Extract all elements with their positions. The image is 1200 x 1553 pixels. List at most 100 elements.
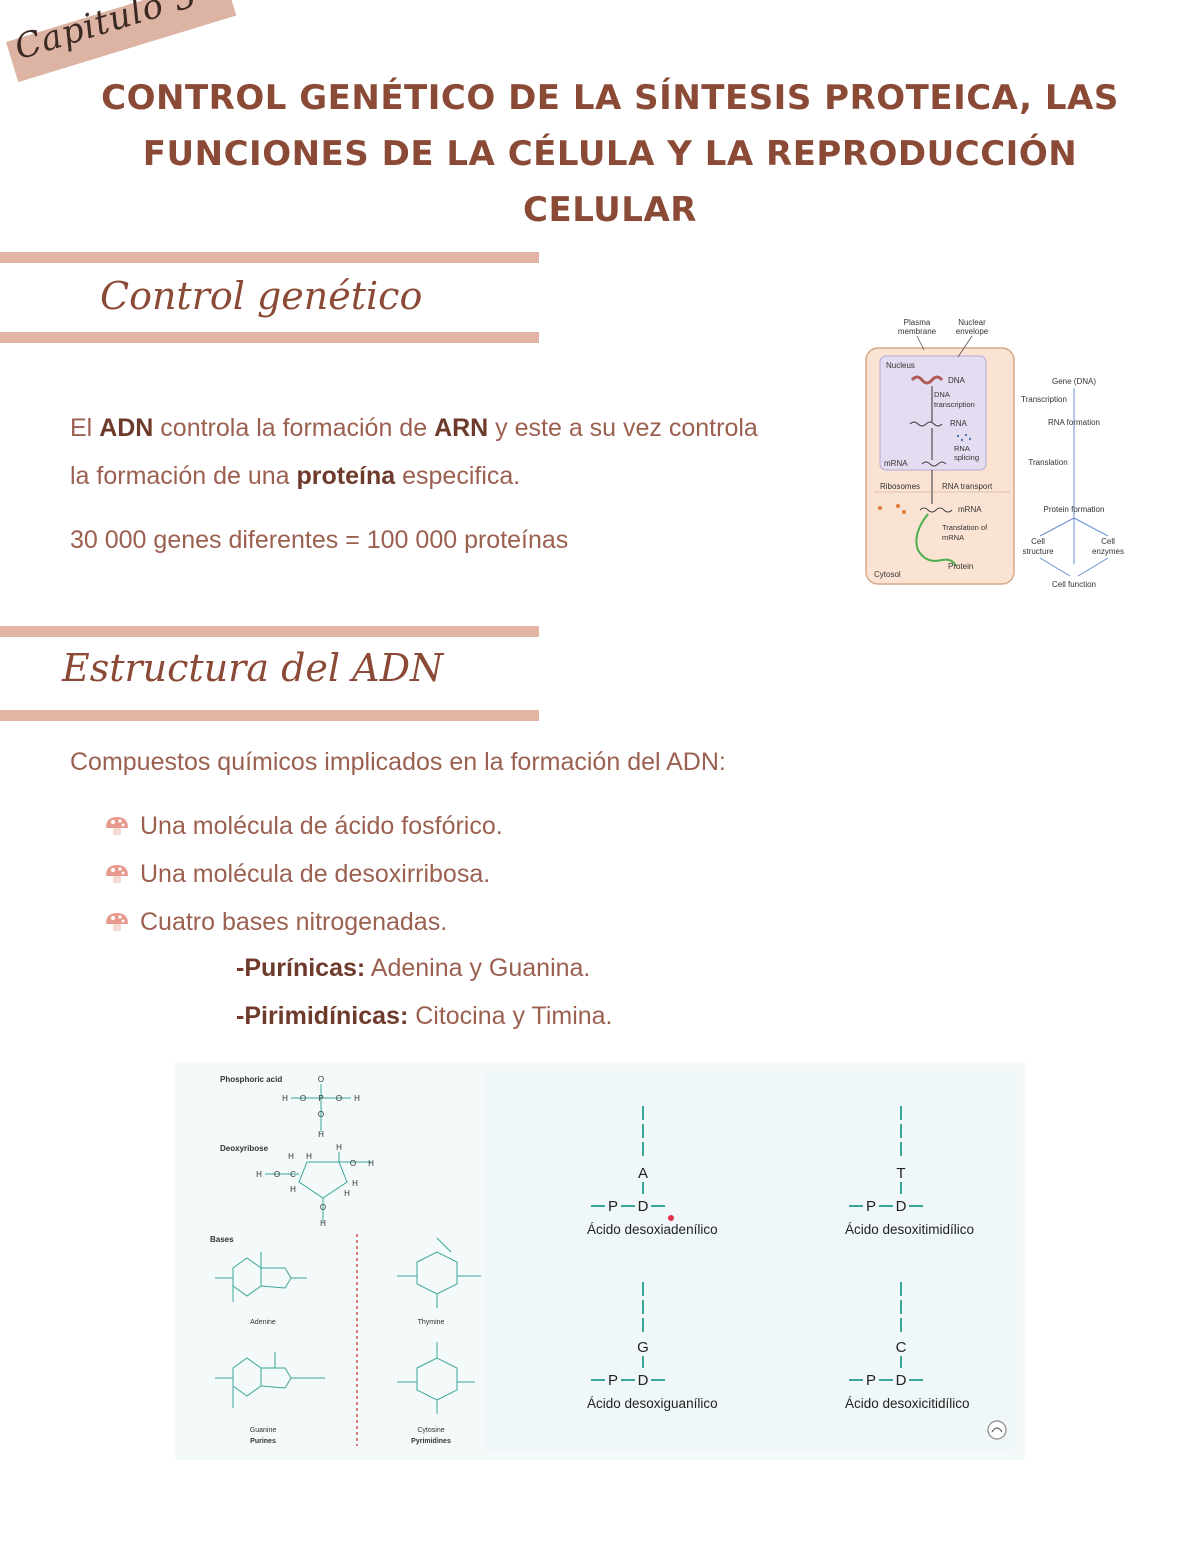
- svg-text:O: O: [336, 1094, 342, 1103]
- svg-text:P: P: [318, 1094, 323, 1103]
- nucleotide-name: Ácido desoxiguanílico: [587, 1396, 718, 1411]
- svg-text:O: O: [318, 1110, 324, 1119]
- label-protein: Protein: [948, 562, 973, 571]
- nucleotide-p-label: P: [608, 1372, 618, 1389]
- purines-label: -Purínicas:: [236, 954, 366, 982]
- label-phosphoric-acid: Phosphoric acid: [220, 1075, 282, 1084]
- label-pyrimidines: Pyrimidines: [411, 1438, 451, 1445]
- svg-text:C: C: [290, 1170, 296, 1179]
- nucleotide-d-label: D: [638, 1372, 649, 1389]
- nucleotide-p-label: P: [608, 1198, 618, 1215]
- svg-text:O: O: [274, 1170, 280, 1179]
- nucleotide-p-label: P: [866, 1198, 876, 1215]
- nucleus: [879, 355, 987, 471]
- label-dna: DNA: [948, 376, 966, 385]
- mushroom-icon: [106, 913, 128, 931]
- label-cytosine: Cytosine: [417, 1427, 444, 1434]
- svg-text:H: H: [352, 1179, 358, 1188]
- label-cytosol: Cytosol: [874, 570, 901, 579]
- nucleotide-d-label: D: [638, 1198, 649, 1215]
- svg-text:O: O: [350, 1159, 356, 1168]
- pyrimidines-label: -Pirimidínicas:: [236, 1002, 409, 1030]
- title-line-1: CONTROL GENÉTICO DE LA SÍNTESIS PROTEICA…: [101, 78, 1119, 118]
- svg-text:O: O: [318, 1075, 324, 1084]
- nucleotide-base-label: A: [638, 1165, 648, 1182]
- nucleotide-base-label: T: [896, 1165, 905, 1182]
- mushroom-icon: [106, 865, 128, 883]
- label-purines: Purines: [250, 1438, 276, 1445]
- svg-text:H: H: [320, 1219, 326, 1228]
- section1-title: Control genético: [100, 274, 423, 318]
- section2-bottom-bar: [0, 710, 539, 721]
- pyrimidines-line: -Pirimidínicas: Citocina y Timina.: [236, 1002, 613, 1030]
- section2-title: Estructura del ADN: [62, 646, 444, 690]
- keyword-proteina: proteína: [296, 462, 396, 490]
- keyword-adn: ADN: [99, 414, 154, 442]
- svg-text:H: H: [288, 1152, 294, 1161]
- section1-paragraph: El ADN controla la formación de ARN y es…: [70, 404, 860, 500]
- label-deoxyribose: Deoxyribose: [220, 1144, 269, 1153]
- svg-text:H: H: [344, 1189, 350, 1198]
- label-cell-function: Cell function: [1052, 580, 1096, 589]
- title-line-2: FUNCIONES DE LA CÉLULA Y LA REPRODUCCIÓN…: [142, 134, 1078, 230]
- keyword-arn: ARN: [434, 414, 489, 442]
- label-guanine: Guanine: [250, 1427, 277, 1434]
- paragraph-line-1: El ADN controla la formación de ARN y es…: [70, 414, 758, 442]
- nucleotide-name: Ácido desoxicitidílico: [845, 1396, 970, 1411]
- label-rna: RNA: [950, 419, 968, 428]
- label-protein-formation: Protein formation: [1044, 505, 1105, 514]
- svg-text:H: H: [354, 1094, 360, 1103]
- label-translation: Translation: [1028, 458, 1067, 467]
- genes-proteins-line: 30 000 genes diferentes = 100 000 proteí…: [70, 526, 569, 554]
- nucleotide-d-label: D: [896, 1198, 907, 1215]
- nucleotide-name: Ácido desoxiadenílico: [587, 1222, 718, 1237]
- label-bases: Bases: [210, 1235, 234, 1244]
- compound-list: Una molécula de ácido fosfórico. Una mol…: [104, 802, 503, 946]
- purines-line: -Purínicas: Adenina y Guanina.: [236, 954, 591, 982]
- section2-intro: Compuestos químicos implicados en la for…: [70, 748, 726, 776]
- svg-text:H: H: [368, 1159, 374, 1168]
- svg-text:H: H: [290, 1185, 296, 1194]
- svg-text:H: H: [336, 1143, 342, 1152]
- nucleotide-base-label: G: [637, 1339, 649, 1356]
- mushroom-icon: [106, 817, 128, 835]
- nucleotide-g: G P D Ácido desoxiguanílico: [587, 1282, 718, 1411]
- nucleotide-a: A P D Ácido desoxiadenílico: [587, 1106, 718, 1237]
- section1-top-bar: [0, 252, 539, 263]
- paragraph-line-2: la formación de una proteína especifica.: [70, 462, 521, 490]
- label-rna-transport: RNA transport: [942, 482, 993, 491]
- section1-bottom-bar: [0, 332, 539, 343]
- label-nucleus: Nucleus: [886, 361, 915, 370]
- svg-text:O: O: [320, 1203, 326, 1212]
- svg-text:H: H: [318, 1130, 324, 1139]
- nucleotide-c: C P D Ácido desoxicitidílico: [845, 1282, 970, 1411]
- label-mrna: mRNA: [884, 459, 908, 468]
- svg-text:H: H: [256, 1170, 262, 1179]
- nucleotide-base-label: C: [896, 1339, 907, 1356]
- nucleotide-p-label: P: [866, 1372, 876, 1389]
- list-item: Una molécula de desoxirribosa.: [104, 850, 503, 898]
- nucleotide-d-label: D: [896, 1372, 907, 1389]
- label-adenine: Adenine: [250, 1319, 276, 1326]
- publisher-logo-icon: [987, 1420, 1007, 1440]
- label-mrna-2: mRNA: [958, 505, 982, 514]
- label-gene-dna: Gene (DNA): [1052, 377, 1096, 386]
- svg-text:O: O: [300, 1094, 306, 1103]
- page-title: CONTROL GENÉTICO DE LA SÍNTESIS PROTEICA…: [60, 70, 1160, 238]
- list-item: Cuatro bases nitrogenadas.: [104, 898, 503, 946]
- label-rna-formation: RNA formation: [1048, 418, 1100, 427]
- svg-text:H: H: [282, 1094, 288, 1103]
- label-transcription: Transcription: [1021, 395, 1067, 404]
- section2-top-bar: [0, 626, 539, 637]
- cursor-marker: [668, 1215, 674, 1221]
- svg-text:H: H: [306, 1152, 312, 1161]
